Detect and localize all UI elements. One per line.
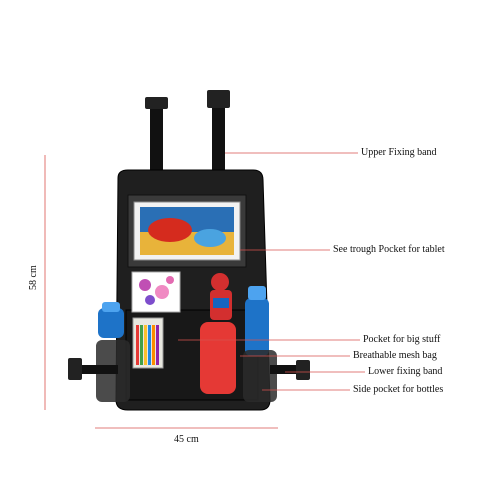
tablet-pocket xyxy=(127,194,247,268)
upper-fixing-straps xyxy=(145,90,230,180)
toy-figure xyxy=(210,273,232,320)
callout-big-stuff-pocket: Pocket for big stuff xyxy=(363,334,441,345)
callout-upper-fixing-band: Upper Fixing band xyxy=(361,147,437,158)
callout-side-pocket: Side pocket for bottles xyxy=(353,384,444,395)
left-bottle xyxy=(98,302,124,338)
dimension-lines xyxy=(44,155,278,429)
red-bottle xyxy=(200,322,236,394)
callout-tablet-pocket: See trough Pocket for tablet xyxy=(333,244,445,255)
right-bottle xyxy=(245,286,269,356)
width-dimension-label: 45 cm xyxy=(174,434,199,445)
height-dimension-label: 58 cm xyxy=(28,265,39,290)
callout-mesh-bag: Breathable mesh bag xyxy=(353,350,437,361)
leader-lines xyxy=(178,152,365,391)
lower-fixing-strap xyxy=(68,358,310,380)
notebook xyxy=(131,271,181,313)
pencil-cup xyxy=(132,317,164,369)
callout-lower-fixing-band: Lower fixing band xyxy=(368,366,443,377)
